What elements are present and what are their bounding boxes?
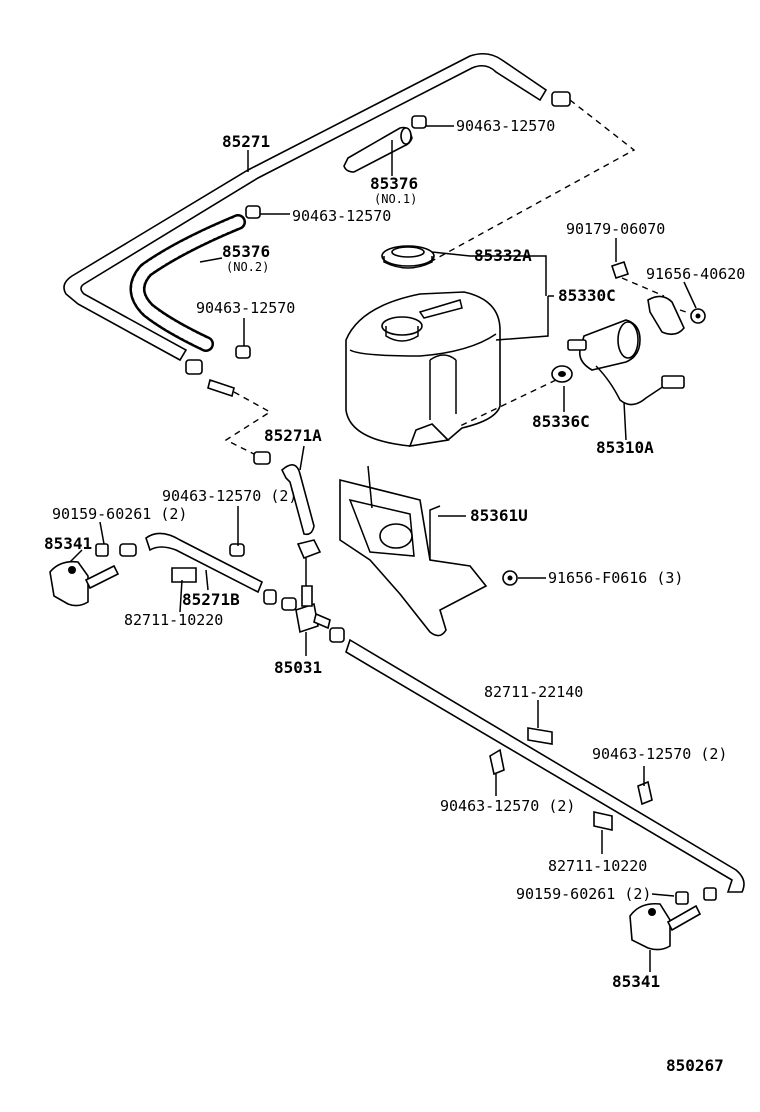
label-85361u: 85361U: [470, 506, 528, 525]
label-85271a: 85271A: [264, 426, 322, 445]
hose-85271a: [281, 464, 322, 560]
nut-91656-40620: [690, 308, 706, 324]
clip-85271a: [253, 451, 271, 465]
hose-85271b: [145, 532, 264, 594]
clamp-band: [647, 295, 685, 336]
label-85271b: 85271B: [182, 590, 240, 609]
guide-line-top: [429, 99, 636, 263]
pump-85310a: [567, 319, 685, 406]
label-85330c: 85330C: [558, 286, 616, 305]
label-85310a: 85310A: [596, 438, 654, 457]
label-clamp-right: 82711-10220: [548, 857, 647, 875]
hose-lower-long: [345, 638, 745, 893]
label-washer-right: 90159-60261 (2): [516, 885, 651, 903]
label-nozzle-left: 85341: [44, 534, 92, 553]
label-clip-top: 90463-12570: [456, 117, 555, 135]
label-clip-center: 90463-12570 (2): [440, 797, 575, 815]
label-clamp-left: 82711-10220: [124, 611, 223, 629]
label-85031: 85031: [274, 658, 322, 677]
hose-85376-no2: [129, 214, 246, 352]
guide-line-pump: [621, 277, 693, 315]
label-85332a: 85332A: [474, 246, 532, 265]
label-nut-91656-40620: 91656-40620: [646, 265, 745, 283]
guide-line-left: [224, 391, 272, 457]
label-85271-upper: 85271: [222, 132, 270, 151]
cap-85332a: [381, 245, 435, 269]
label-85376-no1: 85376: [370, 174, 418, 193]
label-85376-no2: 85376: [222, 242, 270, 261]
bracket-85361u: [339, 465, 488, 637]
label-nozzle-right: 85341: [612, 972, 660, 991]
hose-85271: [63, 52, 548, 362]
label-washer-left: 90159-60261 (2): [52, 505, 187, 523]
guide-line-grommet: [459, 379, 557, 427]
label-85336c: 85336C: [532, 412, 590, 431]
grommet-85336c: [551, 365, 573, 383]
label-nut-91656-f0616: 91656-F0616 (3): [548, 569, 683, 587]
leader-85332a: [431, 251, 547, 296]
label-clip-left-2: 90463-12570 (2): [162, 487, 297, 505]
hose-85376-no1: [343, 126, 413, 173]
clip-set-top: [185, 91, 571, 398]
left-clips: [95, 543, 297, 611]
label-clip-right: 90463-12570 (2): [592, 745, 727, 763]
nut-91656-f0616: [502, 570, 518, 586]
lower-hose-clamps: [489, 727, 717, 905]
joint-85031: [295, 585, 331, 634]
diagram-id: 850267: [666, 1056, 724, 1075]
washer-tank-85330c: [345, 291, 501, 448]
label-clip-mid: 90463-12570: [292, 207, 391, 225]
label-85376-no2-note: (NO.2): [226, 260, 269, 274]
leader-lines: [69, 125, 697, 972]
bolt-90179: [610, 260, 630, 280]
coupler-85031: [329, 627, 345, 643]
nozzle-right-85341: [629, 902, 702, 951]
leader-85330c: [495, 295, 554, 341]
nozzle-left-85341: [49, 560, 120, 607]
label-clip-left: 90463-12570: [196, 299, 295, 317]
label-clamp-82711-22140: 82711-22140: [484, 683, 583, 701]
label-85376-no1-note: (NO.1): [374, 192, 417, 206]
label-bolt-90179: 90179-06070: [566, 220, 665, 238]
